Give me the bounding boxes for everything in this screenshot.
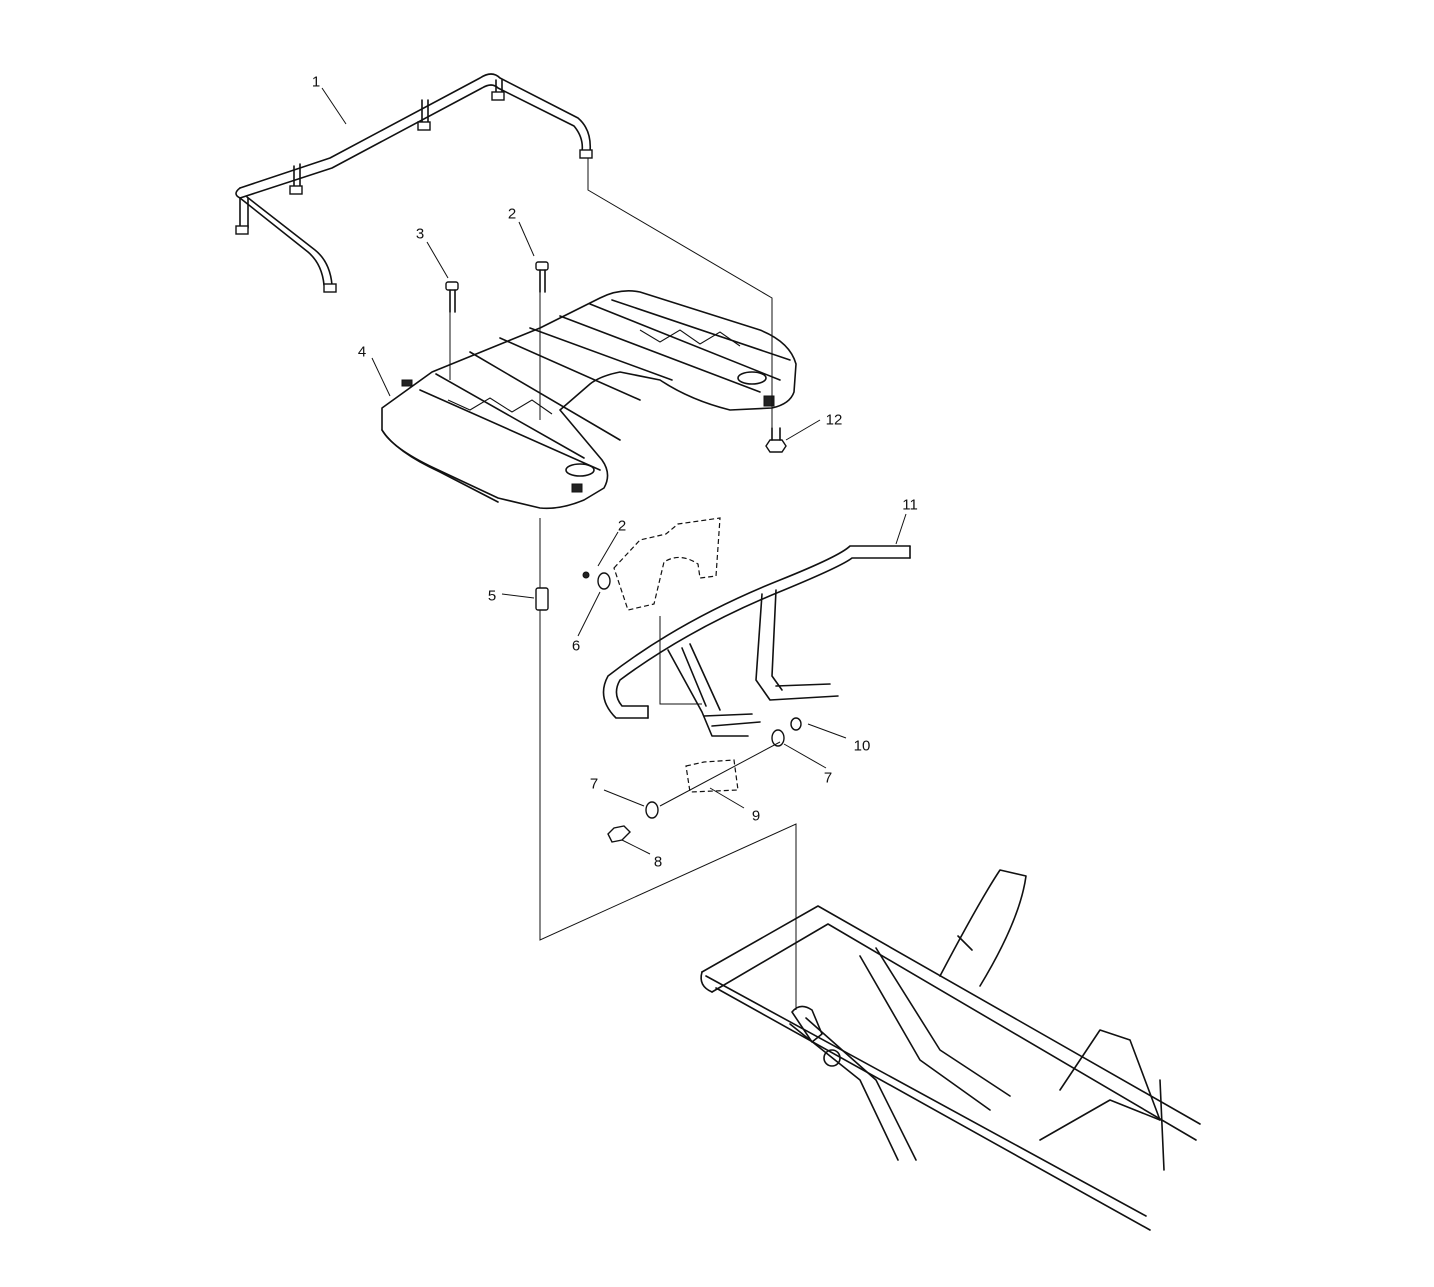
- callout-10: 10: [853, 737, 871, 755]
- dashed-bracket: [613, 517, 739, 793]
- assembly-lines: [449, 158, 797, 1010]
- callout-8: 8: [653, 853, 663, 871]
- bolt-3: [445, 281, 459, 313]
- rear-rack-rail: [235, 73, 593, 293]
- nut-12: [765, 427, 787, 453]
- leader-lines: [321, 87, 907, 855]
- callout-12: 12: [825, 411, 843, 429]
- callout-7-right: 7: [823, 769, 833, 787]
- bolt-2-top: [535, 261, 549, 293]
- callout-9: 9: [751, 807, 761, 825]
- callout-2-bolt: 2: [507, 205, 517, 223]
- callout-11: 11: [902, 496, 918, 514]
- callout-7-left: 7: [589, 775, 599, 793]
- rack-tray: [381, 290, 797, 510]
- vehicle-frame: [700, 869, 1201, 1231]
- rear-bumper: [602, 545, 911, 737]
- callout-4: 4: [357, 343, 367, 361]
- callout-5: 5: [487, 587, 497, 605]
- hardware: [535, 571, 802, 843]
- callout-3: 3: [415, 225, 425, 243]
- callout-1: 1: [311, 73, 321, 91]
- callout-6: 6: [571, 637, 581, 655]
- callout-2-screw: 2: [617, 517, 627, 535]
